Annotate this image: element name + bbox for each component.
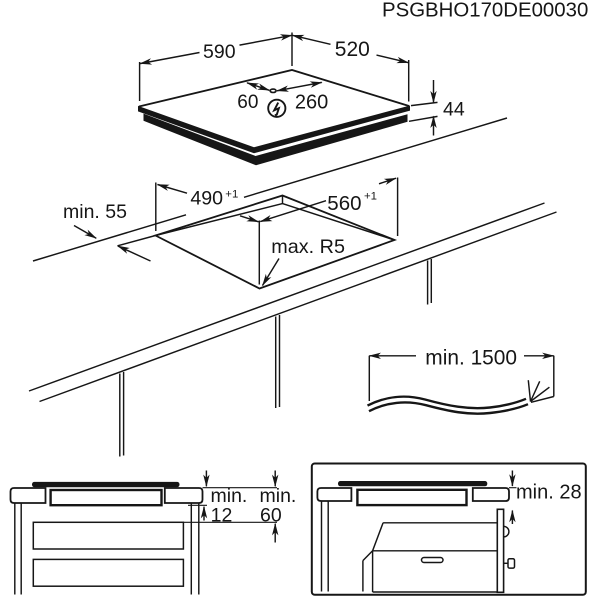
svg-text:44: 44 bbox=[443, 99, 465, 121]
svg-text:60: 60 bbox=[260, 504, 282, 526]
svg-text:max. R5: max. R5 bbox=[271, 236, 345, 258]
svg-text:min. 28: min. 28 bbox=[516, 482, 582, 504]
svg-text:+1: +1 bbox=[225, 189, 238, 201]
svg-text:+1: +1 bbox=[364, 191, 377, 203]
svg-text:490: 490 bbox=[190, 188, 223, 210]
svg-text:520: 520 bbox=[335, 38, 370, 61]
svg-text:min. 1500: min. 1500 bbox=[425, 346, 517, 369]
svg-text:12: 12 bbox=[211, 504, 233, 526]
svg-text:590: 590 bbox=[203, 41, 236, 63]
svg-text:min. 55: min. 55 bbox=[63, 201, 127, 223]
svg-text:PSGBHO170DE00030: PSGBHO170DE00030 bbox=[382, 0, 588, 21]
svg-text:min.: min. bbox=[260, 485, 297, 507]
svg-text:260: 260 bbox=[295, 92, 328, 114]
svg-text:560: 560 bbox=[327, 192, 361, 215]
svg-text:60: 60 bbox=[237, 92, 258, 113]
svg-text:min.: min. bbox=[211, 485, 248, 507]
